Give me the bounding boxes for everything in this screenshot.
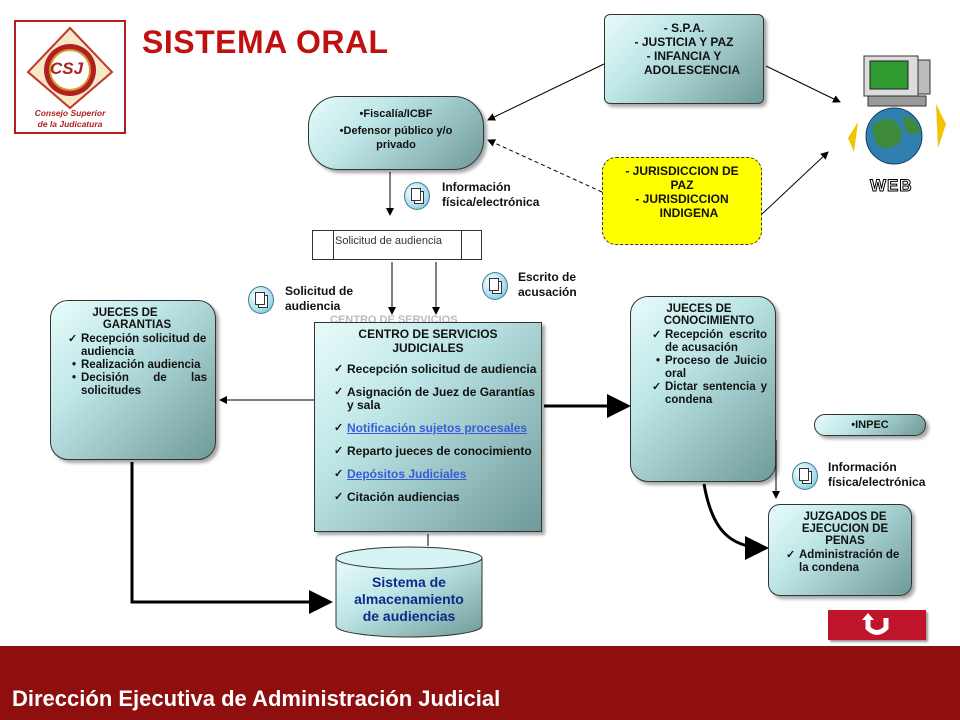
conocimiento-list: Recepción escrito de acusación Proceso d… [651,329,767,407]
centro-title: CENTRO DE SERVICIOS [358,327,498,341]
spa-line: - INFANCIA Y [646,49,722,63]
csj-logo-letters: CSJ [50,59,84,78]
ejecucion-item: Administración de la condena [786,549,905,575]
arrow-spa-to-fiscalia [487,63,605,121]
csj-logo: CSJ Consejo Superior de la Judicatura [14,20,126,134]
return-u-icon [862,613,889,635]
garantias-title: GARANTIAS [102,319,172,331]
jurisdiccion-box: - JURISDICCION DE PAZ - JURISDICCION IND… [602,157,762,245]
ejecucion-list: Administración de la condena [785,549,905,575]
solicitud-bar: Solicitud de audiencia [312,230,482,260]
garantias-item: Decisión de las solicitudes [72,372,207,398]
centro-item[interactable]: Depósitos Judiciales [334,467,537,482]
document-icon [248,286,274,314]
solicitud-bar-divider [461,231,462,259]
page-title: SISTEMA ORAL [142,24,389,60]
footer-text: Dirección Ejecutiva de Administración Ju… [12,686,501,711]
jurisdiccion-line: - JURISDICCION [635,192,729,206]
conocimiento-title: JUECES DE [666,303,732,315]
garantias-item: Realización audiencia [72,359,207,372]
web-label: WEB [870,176,913,196]
spa-box: - S.P.A. - JUSTICIA Y PAZ - INFANCIA Y A… [604,14,764,104]
spa-line: - S.P.A. [663,21,705,35]
ejecucion-title: PENAS [825,535,865,547]
arrow-spa-to-web [765,65,841,103]
centro-item: Citación audiencias [334,491,537,505]
depositos-link[interactable]: Depósitos Judiciales [347,467,467,481]
conocimiento-item: Recepción escrito de acusación [652,329,767,355]
arrow-conocimiento-curve-to-ejecucion [702,483,769,560]
ejecucion-title: JUZGADOS DE [803,511,887,523]
document-icon [404,182,430,210]
garantias-box: JUECES DE GARANTIAS Recepción solicitud … [50,300,216,460]
solicitud-bar-text: Solicitud de audiencia [335,235,443,247]
computer-globe-icon [842,52,946,174]
csj-seal-graphic [26,26,114,110]
document-icon [792,462,818,490]
centro-box: CENTRO DE SERVICIOS JUDICIALES Recepción… [314,322,542,532]
jurisdiccion-line: - JURISDICCION DE [625,164,739,178]
document-icon [482,272,508,300]
arrow-garantias-to-almacenamiento [130,462,333,614]
inpec-label: INPEC [855,419,889,431]
centro-item: Reparto jueces de conocimiento [334,445,537,459]
csj-logo-line2: de la Judicatura [37,119,103,129]
conocimiento-item: Proceso de Juicio oral [656,355,767,381]
centro-title: JUDICIALES [392,341,464,355]
garantias-title: JUECES DE [92,307,158,319]
centro-item: Asignación de Juez de Garantías y sala [334,386,537,412]
footer-bar [0,646,960,720]
ejecucion-box: JUZGADOS DE EJECUCION DE PENAS Administr… [768,504,912,596]
jurisdiccion-line: INDIGENA [659,206,719,220]
inpec-box: •INPEC [814,414,926,436]
arrow-jurisdiccion-to-web [761,151,829,215]
fiscalia-box: •Fiscalía/ICBF •Defensor público y/o pri… [308,96,484,170]
ejecucion-title: EJECUCION DE [801,523,889,535]
centro-item: Recepción solicitud de audiencia [334,363,537,377]
spa-line: - JUSTICIA Y PAZ [634,35,734,49]
solicitud-bar-divider [333,231,334,259]
spa-line: ADOLESCENCIA [643,63,740,77]
cylinder-shape [335,546,483,638]
return-button[interactable] [828,610,926,640]
garantias-item: Recepción solicitud de audiencia [68,333,207,359]
conocimiento-title: CONOCIMIENTO [663,315,755,327]
conocimiento-item: Dictar sentencia y condena [652,381,767,407]
fiscalia-line: •Defensor público y/o privado [339,125,453,151]
csj-logo-line1: Consejo Superior [34,108,106,118]
notificacion-link[interactable]: Notificación sujetos procesales [347,421,528,435]
centro-item[interactable]: Notificación sujetos procesales [334,421,537,436]
jurisdiccion-line: PAZ [670,178,694,192]
centro-list: Recepción solicitud de audiencia Asignac… [333,363,537,505]
garantias-list: Recepción solicitud de audiencia Realiza… [67,333,207,398]
fiscalia-line: •Fiscalía/ICBF [359,108,433,120]
conocimiento-box: JUECES DE CONOCIMIENTO Recepción escrito… [630,296,776,482]
